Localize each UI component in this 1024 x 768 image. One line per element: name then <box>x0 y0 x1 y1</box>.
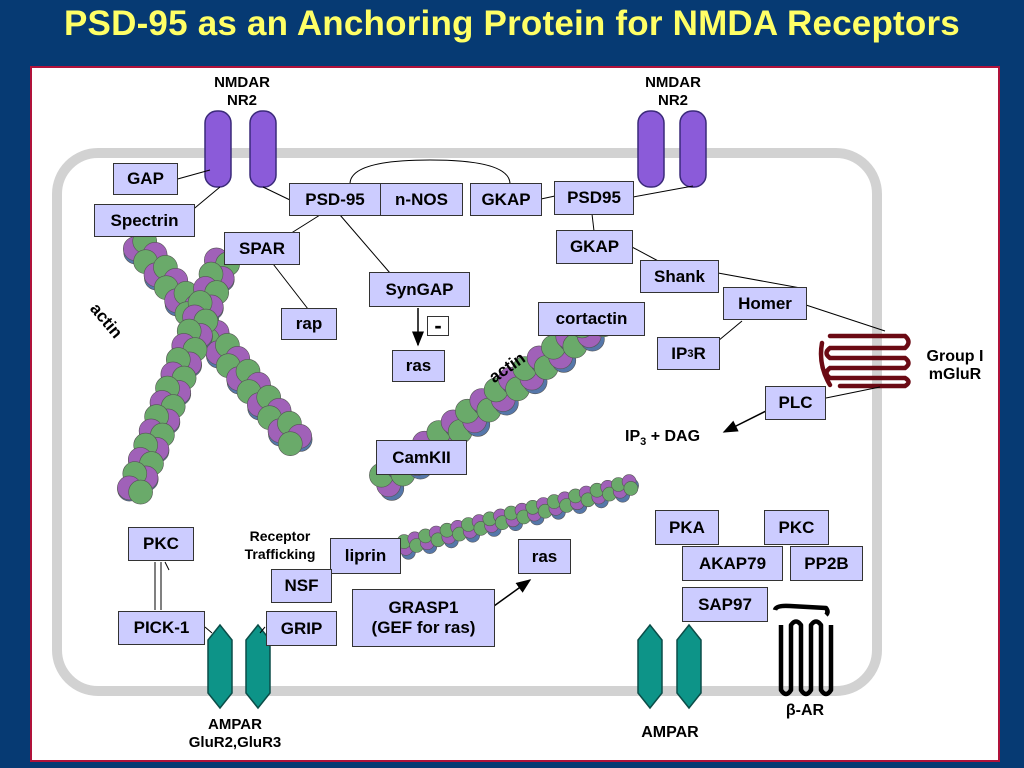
gap-box: GAP <box>113 163 178 195</box>
nsf-box: NSF <box>271 569 332 603</box>
gkap-top-box: GKAP <box>470 183 542 216</box>
link-nmdar-psd95 <box>262 186 291 201</box>
page-title: PSD-95 as an Anchoring Protein for NMDA … <box>64 4 960 43</box>
spectrin-box: Spectrin <box>94 204 195 237</box>
pick1-box: PICK-1 <box>118 611 205 645</box>
cortactin-box: cortactin <box>538 302 645 336</box>
link-gkap-psd95 <box>540 195 556 200</box>
liprin-box: liprin <box>330 538 401 574</box>
ampar-right-label: AMPAR <box>641 724 699 741</box>
spar-box: SPAR <box>224 232 300 265</box>
link-plc-mglur <box>825 386 881 399</box>
grip-box: GRIP <box>266 611 337 646</box>
link-spectrin-nmdar <box>189 186 221 213</box>
shank-box: Shank <box>640 260 719 293</box>
link-pkc-pick1-tick <box>164 561 170 571</box>
ampar-left-receptor <box>207 623 271 710</box>
inhibition-sign: - <box>427 315 449 337</box>
link-pick1-ampar <box>204 626 213 634</box>
akap79-box: AKAP79 <box>682 546 783 581</box>
nnos-box: n-NOS <box>380 183 463 216</box>
arrow-grasp1-ras <box>493 579 532 607</box>
pkc-left-box: PKC <box>128 527 194 561</box>
actin-filament-thin <box>396 474 639 560</box>
plc-box: PLC <box>765 386 826 420</box>
cell-membrane <box>52 148 882 696</box>
pkc-right-box: PKC <box>764 510 829 545</box>
gkap-right-box: GKAP <box>556 230 633 264</box>
beta-ar-receptor <box>772 603 834 697</box>
grasp1-box: GRASP1(GEF for ras) <box>352 589 495 647</box>
link-psd95-gkap <box>591 213 595 232</box>
actin-filament-left-b <box>117 247 240 505</box>
ampar-right-receptor <box>637 623 702 710</box>
ras-bottom-box: ras <box>518 539 571 574</box>
link-psd95-gkap-arc <box>349 159 511 185</box>
camkii-box: CamKII <box>376 440 467 475</box>
link-spar-rap <box>269 259 309 310</box>
nmdar-left-receptor <box>204 110 277 188</box>
ras-top-box: ras <box>392 350 445 382</box>
actin-filament-left-a <box>123 229 313 457</box>
link-homer-mglur <box>805 304 886 332</box>
link-psd95-syngap <box>339 214 391 274</box>
rap-box: rap <box>281 308 337 340</box>
link-psd95-nmdar <box>632 185 694 198</box>
pp2b-box: PP2B <box>790 546 863 581</box>
link-homer-ip3r <box>717 320 743 342</box>
actin-filaments <box>117 229 639 560</box>
pka-box: PKA <box>655 510 719 545</box>
link-shank-homer <box>717 272 807 290</box>
homer-box: Homer <box>723 287 807 320</box>
link-grip-ampar <box>259 626 266 634</box>
link-gap-nmdar <box>173 169 211 181</box>
nmdar-right-receptor <box>637 110 707 188</box>
sap97-box: SAP97 <box>682 587 768 622</box>
psd95-left-box: PSD-95 <box>289 183 381 216</box>
psd95-right-box: PSD95 <box>554 181 634 215</box>
beta-ar-label: β-AR <box>785 702 825 719</box>
syngap-box: SynGAP <box>369 272 470 307</box>
mglur-receptor <box>818 333 911 389</box>
ip3-dag-label: IP3 + DAG <box>625 428 701 449</box>
